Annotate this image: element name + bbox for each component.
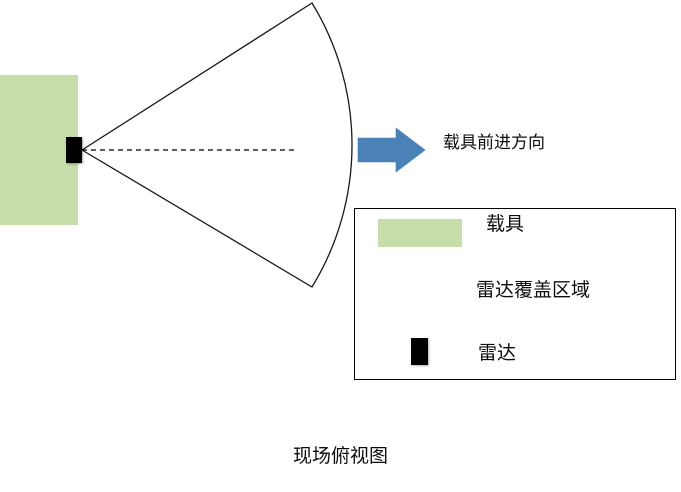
legend-label-radar: 雷达 (478, 343, 517, 364)
vehicle-body-shape (0, 75, 78, 225)
forward-direction-arrow-icon (357, 127, 426, 173)
legend-label-vehicle: 载具 (486, 214, 525, 235)
radar-unit-shape (66, 137, 82, 163)
radar-coverage-sector (80, 2, 353, 288)
figure-caption: 现场俯视图 (292, 446, 388, 467)
forward-direction-label: 载具前进方向 (443, 133, 545, 152)
legend-label-coverage: 雷达覆盖区域 (476, 280, 591, 301)
legend-swatch-radar (411, 338, 428, 365)
legend-swatch-vehicle (378, 219, 462, 247)
